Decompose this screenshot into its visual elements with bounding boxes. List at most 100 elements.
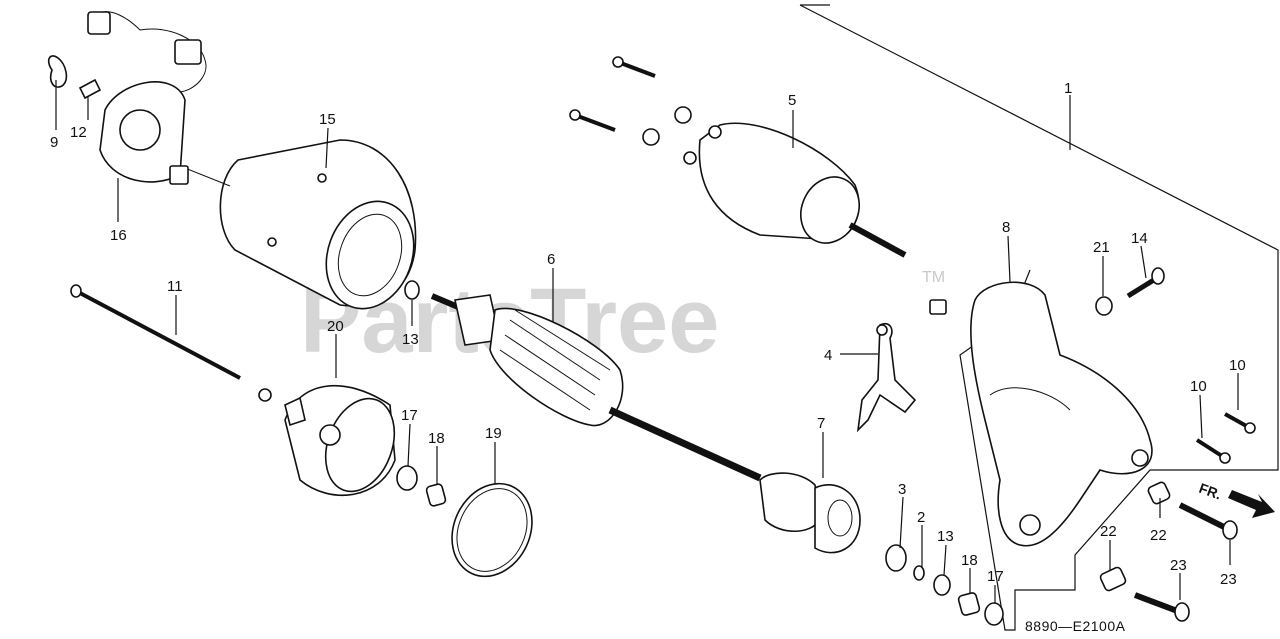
callout-13-right[interactable]: 13: [937, 528, 954, 545]
cap-17-right: [984, 602, 1004, 626]
pinion-gear: [814, 483, 861, 554]
yoke-assembly-group: [169, 139, 417, 310]
bolt-10-lower-head: [1219, 452, 1231, 464]
callout-5[interactable]: 5: [788, 92, 796, 109]
washer-13-left: [404, 280, 420, 300]
armature-windings: [499, 309, 611, 411]
callout-11[interactable]: 11: [167, 278, 183, 295]
bolt-23-upper-head: [1222, 520, 1238, 540]
callout-1[interactable]: 1: [1064, 80, 1072, 97]
snap-ring-2: [913, 565, 925, 581]
rear-cover-group: [284, 384, 396, 497]
leader-3: [899, 496, 904, 549]
yoke-side-hole: [267, 237, 277, 247]
solenoid-bolt-upper-head: [612, 56, 624, 68]
leader-14: [1140, 245, 1147, 279]
rear-cover-bushing: [319, 424, 341, 446]
through-bolt-shaft: [77, 290, 241, 380]
front-arrow-icon: [1228, 490, 1275, 518]
callout-18-right[interactable]: 18: [961, 552, 978, 569]
callout-16[interactable]: 16: [110, 227, 127, 244]
through-bolt-washer: [258, 388, 272, 402]
lever-holder: [929, 299, 947, 315]
callout-7[interactable]: 7: [817, 415, 825, 432]
yoke-inner-pole: [337, 213, 403, 297]
callout-22-left[interactable]: 22: [1100, 523, 1117, 540]
callout-6[interactable]: 6: [547, 251, 555, 268]
armature-drive-shaft: [608, 406, 762, 482]
leader-17a: [407, 423, 411, 467]
dowel-22-upper: [1147, 481, 1171, 505]
callout-14[interactable]: 14: [1131, 230, 1148, 247]
callout-20[interactable]: 20: [327, 318, 344, 335]
leader-15: [325, 127, 329, 169]
callout-15[interactable]: 15: [319, 111, 336, 128]
callout-3[interactable]: 3: [898, 481, 906, 498]
solenoid-group: [683, 122, 907, 258]
collar-3: [885, 544, 907, 572]
callout-8[interactable]: 8: [1002, 219, 1010, 236]
brush-terminal: [87, 11, 111, 35]
brush-block: [174, 39, 202, 65]
o-ring-19: [451, 482, 533, 578]
pinion-gear-bore: [827, 499, 853, 537]
cap-17-left: [396, 465, 418, 491]
callout-23-left[interactable]: 23: [1170, 557, 1187, 574]
front-direction-indicator: FR.: [1197, 480, 1275, 518]
callout-19[interactable]: 19: [485, 425, 502, 442]
assembly-boundary: [799, 4, 1279, 631]
callout-17-left[interactable]: 17: [401, 407, 418, 424]
solenoid-nut-upper: [674, 106, 692, 124]
shift-lever-pivot: [876, 324, 888, 336]
through-bolt-head: [70, 284, 82, 298]
clutch-body: [759, 472, 821, 532]
callout-13-left[interactable]: 13: [402, 331, 419, 348]
callout-12[interactable]: 12: [70, 124, 87, 141]
bolt-23-upper: [1178, 502, 1232, 533]
front-label: FR.: [1197, 480, 1224, 503]
yoke-lead-terminal: [169, 165, 189, 185]
brush-holder-center-hole: [119, 109, 161, 151]
brush-clip: [78, 78, 102, 100]
washer-21: [1095, 296, 1113, 316]
solenoid-bolt-lower-head: [569, 109, 581, 121]
callout-18-left[interactable]: 18: [428, 430, 445, 447]
drive-housing-mount-hole: [1019, 514, 1041, 536]
armature-group: [430, 293, 762, 482]
callout-4[interactable]: 4: [824, 347, 832, 364]
bolt-23-lower: [1133, 592, 1182, 615]
brush-lead-wire: [94, 11, 207, 93]
solenoid-plunger: [848, 222, 907, 258]
drive-housing-group: [970, 281, 1153, 547]
drive-housing-rib: [989, 387, 1071, 411]
yoke-open-end: [325, 200, 415, 310]
callout-23-right[interactable]: 23: [1220, 571, 1237, 588]
callout-10-lower[interactable]: 10: [1190, 378, 1207, 395]
shift-lever: [856, 322, 917, 433]
pinion-clutch-group: [759, 472, 861, 554]
diagram-reference-code: 8890—E2100A: [1025, 618, 1126, 634]
callout-17-right[interactable]: 17: [987, 568, 1004, 585]
o-ring-19-inner: [456, 488, 528, 572]
drive-housing: [970, 281, 1153, 547]
solenoid-terminal-lower: [683, 151, 697, 165]
callout-10-upper[interactable]: 10: [1229, 357, 1246, 374]
callout-22-right[interactable]: 22: [1150, 527, 1167, 544]
brush-holder-group: [47, 11, 207, 183]
callout-21[interactable]: 21: [1093, 239, 1110, 256]
bushing-18-left: [425, 483, 447, 507]
callout-2[interactable]: 2: [917, 509, 925, 526]
bushing-18-right: [957, 592, 981, 616]
through-bolt-group: [70, 284, 272, 402]
dowel-22-lower: [1099, 566, 1127, 592]
yoke-hole: [317, 173, 327, 183]
bolt-14-head: [1151, 267, 1165, 285]
callout-9[interactable]: 9: [50, 134, 58, 151]
drive-housing-bore: [1131, 449, 1149, 467]
bolt-23-lower-head: [1174, 602, 1190, 622]
leader-8: [1007, 235, 1011, 283]
leader-13b: [943, 544, 947, 576]
brush-spring: [47, 55, 68, 88]
